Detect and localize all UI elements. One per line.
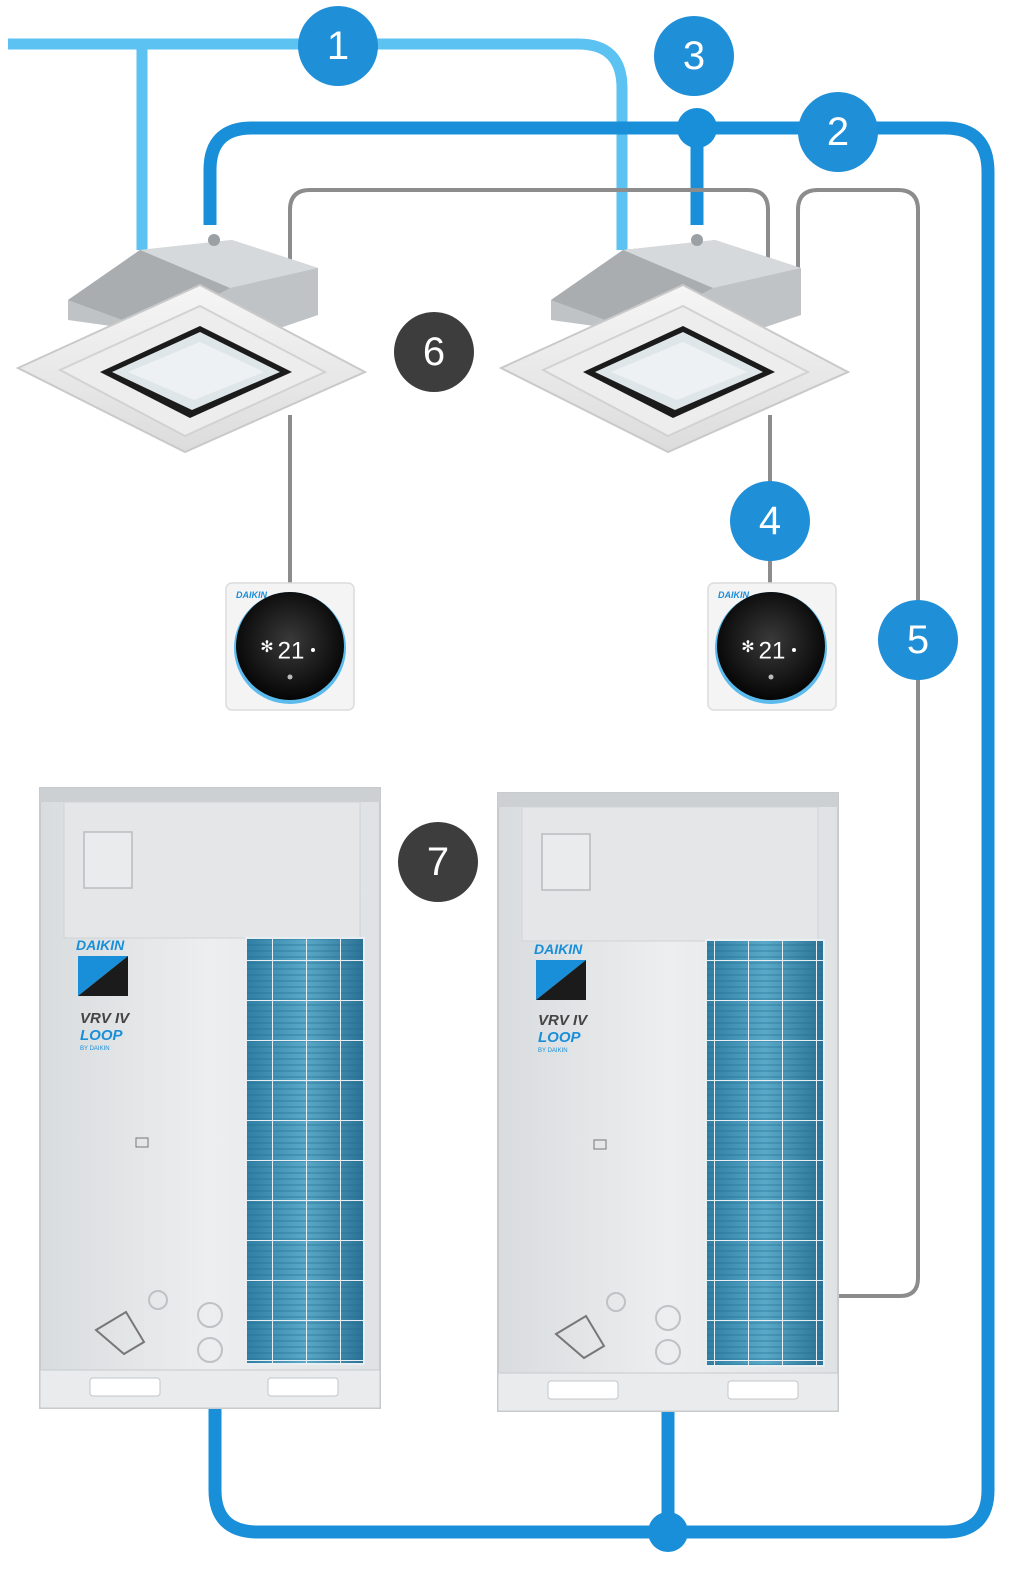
- badge-1: 1: [298, 6, 378, 86]
- junction-top: [677, 108, 717, 148]
- controller-brand: DAIKIN: [236, 590, 267, 600]
- snowflake-icon: ✻: [741, 639, 754, 656]
- controller-left[interactable]: DAIKIN ✻ 21: [225, 582, 355, 711]
- svg-text:4: 4: [759, 499, 781, 543]
- model-line1: VRV IV: [538, 1012, 589, 1029]
- controller-temperature: 21: [759, 638, 786, 665]
- model-line3: BY DAIKIN: [538, 1048, 568, 1054]
- badge-3: 3: [654, 16, 734, 96]
- svg-text:1: 1: [327, 24, 349, 68]
- badge-2: 2: [798, 92, 878, 172]
- controller-brand: DAIKIN: [718, 590, 749, 600]
- badge-6: 6: [394, 312, 474, 392]
- svg-text:6: 6: [423, 330, 445, 374]
- model-line3: BY DAIKIN: [80, 1046, 110, 1052]
- outdoor-unit-left: DAIKIN VRV IV LOOP BY DAIKIN: [39, 787, 381, 1409]
- snowflake-icon: ✻: [260, 639, 273, 656]
- badge-7: 7: [398, 822, 478, 902]
- svg-text:7: 7: [427, 840, 449, 884]
- model-line1: VRV IV: [80, 1010, 131, 1027]
- svg-text:3: 3: [683, 34, 705, 78]
- model-line2: LOOP: [538, 1029, 581, 1046]
- outdoor-brand: DAIKIN: [534, 941, 583, 957]
- badge-4: 4: [730, 481, 810, 561]
- outdoor-brand: DAIKIN: [76, 937, 125, 953]
- controller-right[interactable]: DAIKIN ✻ 21: [707, 582, 837, 711]
- outdoor-unit-right: DAIKIN VRV IV LOOP BY DAIKIN: [497, 792, 839, 1412]
- svg-text:2: 2: [827, 110, 849, 154]
- wiring-lines: [288, 188, 920, 1298]
- badge-5: 5: [878, 600, 958, 680]
- svg-text:5: 5: [907, 618, 929, 662]
- junction-bottom: [648, 1512, 688, 1552]
- indoor-cassette-left: [15, 234, 368, 454]
- model-line2: LOOP: [80, 1027, 123, 1044]
- refrigerant-pipe: [8, 38, 628, 250]
- indoor-cassette-right: [498, 234, 851, 454]
- controller-temperature: 21: [278, 638, 305, 665]
